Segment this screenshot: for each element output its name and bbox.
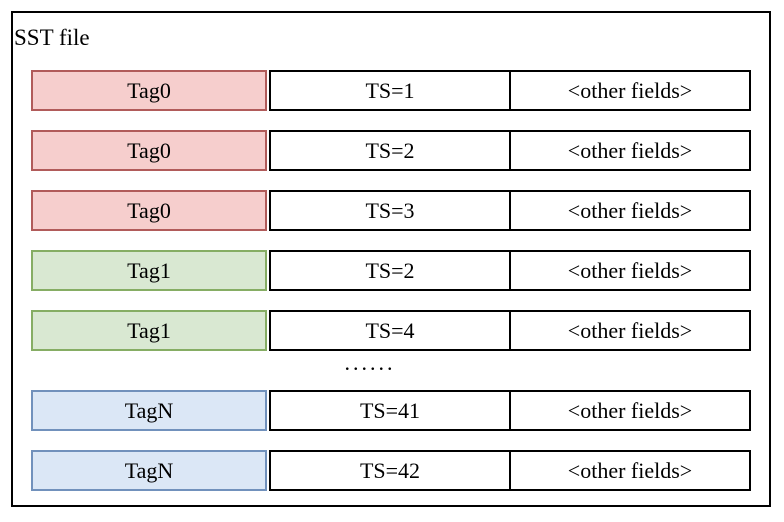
tag-cell: Tag0 bbox=[31, 70, 267, 111]
other-fields-cell: <other fields> bbox=[509, 392, 749, 429]
record-box: TS=42 <other fields> bbox=[269, 450, 751, 491]
record-row: Tag1 TS=2 <other fields> bbox=[31, 250, 751, 291]
ellipsis: ...... bbox=[344, 350, 396, 375]
ts-cell: TS=4 bbox=[365, 317, 415, 343]
tag-cell: Tag0 bbox=[31, 190, 267, 231]
record-box: TS=4 <other fields> bbox=[269, 310, 751, 351]
record-row: Tag0 TS=2 <other fields> bbox=[31, 130, 751, 171]
tag-cell: Tag1 bbox=[31, 250, 267, 291]
ts-cell: TS=41 bbox=[359, 397, 421, 423]
tag-cell: Tag0 bbox=[31, 130, 267, 171]
other-fields-cell: <other fields> bbox=[509, 72, 749, 109]
record-box: TS=2 <other fields> bbox=[269, 130, 751, 171]
other-fields-cell: <other fields> bbox=[509, 192, 749, 229]
ts-cell: TS=42 bbox=[359, 457, 421, 483]
other-fields-cell: <other fields> bbox=[509, 132, 749, 169]
record-row: TagN TS=42 <other fields> bbox=[31, 450, 751, 491]
ts-cell: TS=2 bbox=[365, 257, 415, 283]
tag-cell: Tag1 bbox=[31, 310, 267, 351]
ts-cell: TS=3 bbox=[365, 197, 415, 223]
record-box: TS=41 <other fields> bbox=[269, 390, 751, 431]
ts-cell: TS=2 bbox=[365, 137, 415, 163]
other-fields-cell: <other fields> bbox=[509, 452, 749, 489]
record-box: TS=1 <other fields> bbox=[269, 70, 751, 111]
ts-cell: TS=1 bbox=[365, 77, 415, 103]
record-row: Tag1 TS=4 <other fields> bbox=[31, 310, 751, 351]
record-box: TS=2 <other fields> bbox=[269, 250, 751, 291]
record-row: TagN TS=41 <other fields> bbox=[31, 390, 751, 431]
sst-file-label: SST file bbox=[14, 25, 90, 50]
other-fields-cell: <other fields> bbox=[509, 312, 749, 349]
record-row: Tag0 TS=3 <other fields> bbox=[31, 190, 751, 231]
tag-cell: TagN bbox=[31, 450, 267, 491]
tag-cell: TagN bbox=[31, 390, 267, 431]
sst-file-box: SST file Tag0 TS=1 <other fields> Tag0 T… bbox=[11, 11, 771, 507]
record-row: Tag0 TS=1 <other fields> bbox=[31, 70, 751, 111]
other-fields-cell: <other fields> bbox=[509, 252, 749, 289]
record-box: TS=3 <other fields> bbox=[269, 190, 751, 231]
